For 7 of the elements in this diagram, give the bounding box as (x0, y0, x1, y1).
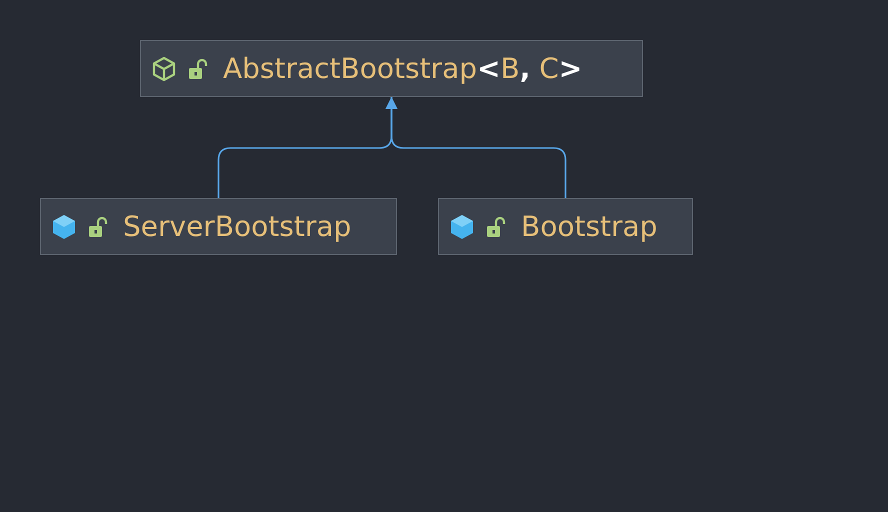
class-box (438, 198, 693, 255)
class-name: AbstractBootstrap<B, C> (223, 52, 582, 85)
inheritance-arrow (386, 97, 566, 198)
class-name: Bootstrap (521, 210, 658, 243)
class-box (140, 40, 643, 97)
class-name: ServerBootstrap (123, 210, 352, 243)
class-box (40, 198, 397, 255)
